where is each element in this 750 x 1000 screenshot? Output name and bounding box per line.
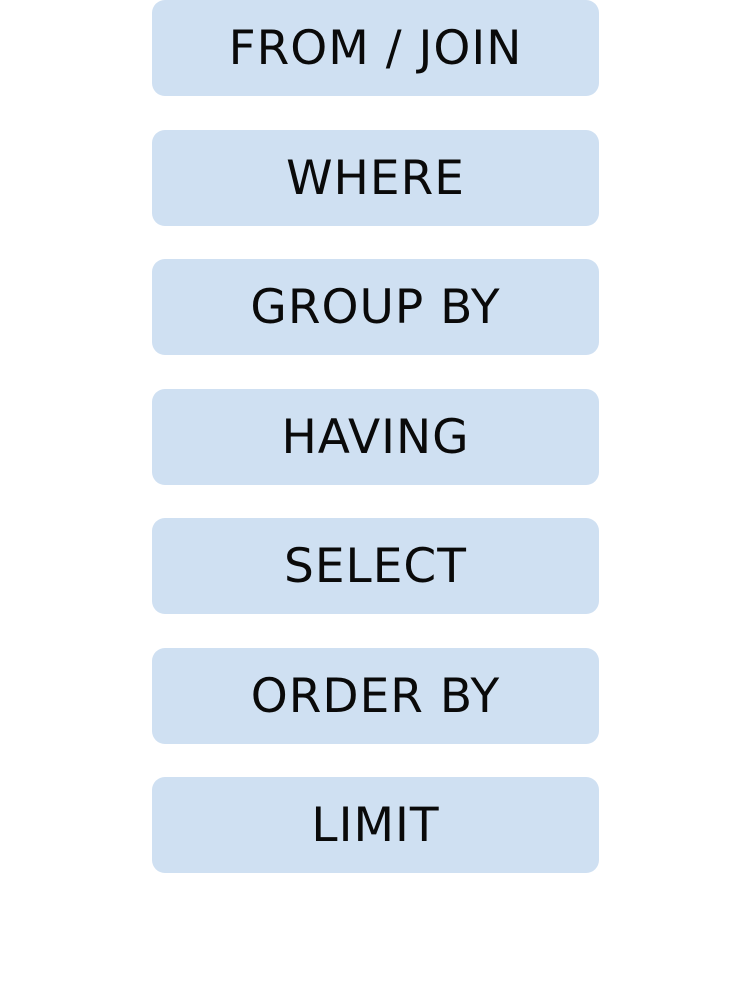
step-label: LIMIT bbox=[311, 797, 440, 853]
step-having: HAVING bbox=[152, 389, 599, 485]
step-label: ORDER BY bbox=[250, 668, 501, 724]
step-label: WHERE bbox=[286, 150, 465, 206]
step-label: FROM / JOIN bbox=[228, 20, 523, 76]
step-limit: LIMIT bbox=[152, 777, 599, 873]
step-select: SELECT bbox=[152, 518, 599, 614]
step-where: WHERE bbox=[152, 130, 599, 226]
step-order-by: ORDER BY bbox=[152, 648, 599, 744]
step-label: HAVING bbox=[281, 409, 470, 465]
step-group-by: GROUP BY bbox=[152, 259, 599, 355]
step-label: GROUP BY bbox=[250, 279, 501, 335]
step-label: SELECT bbox=[284, 538, 467, 594]
step-from-join: FROM / JOIN bbox=[152, 0, 599, 96]
